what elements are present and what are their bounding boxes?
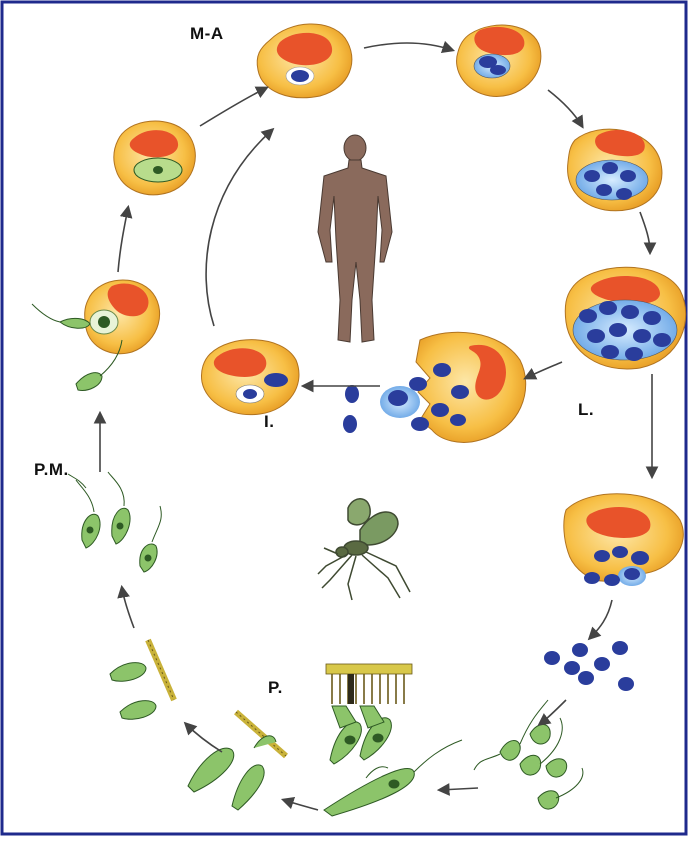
label-l: L. <box>578 400 594 420</box>
label-pm: P.M. <box>34 460 69 480</box>
label-ma: M-A <box>190 24 224 44</box>
label-i: I. <box>264 412 274 432</box>
macrophage-top-left <box>114 121 196 195</box>
macrophage-right-full <box>565 267 685 369</box>
macrophage-right-upper <box>568 129 662 211</box>
macrophage-infection <box>201 340 298 415</box>
label-p: P. <box>268 678 283 698</box>
